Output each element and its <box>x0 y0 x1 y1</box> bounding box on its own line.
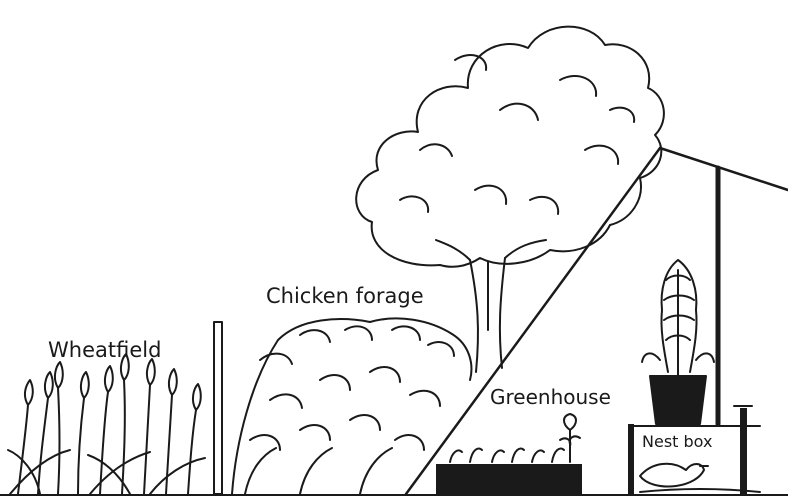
wheatfield-label: Wheatfield <box>48 338 161 362</box>
chicken-forage-plants <box>232 318 471 494</box>
tree-canopy <box>356 27 664 267</box>
fence-post-left <box>214 322 222 494</box>
chicken-forage-label: Chicken forage <box>266 284 424 308</box>
greenhouse-structure <box>406 148 788 494</box>
wheatfield-plants <box>8 354 205 494</box>
fence-post-right <box>734 406 752 494</box>
potted-plant <box>642 260 714 424</box>
greenhouse-seedlings <box>450 414 580 462</box>
nest-box-label: Nest box <box>642 432 712 451</box>
greenhouse-label: Greenhouse <box>490 385 611 409</box>
